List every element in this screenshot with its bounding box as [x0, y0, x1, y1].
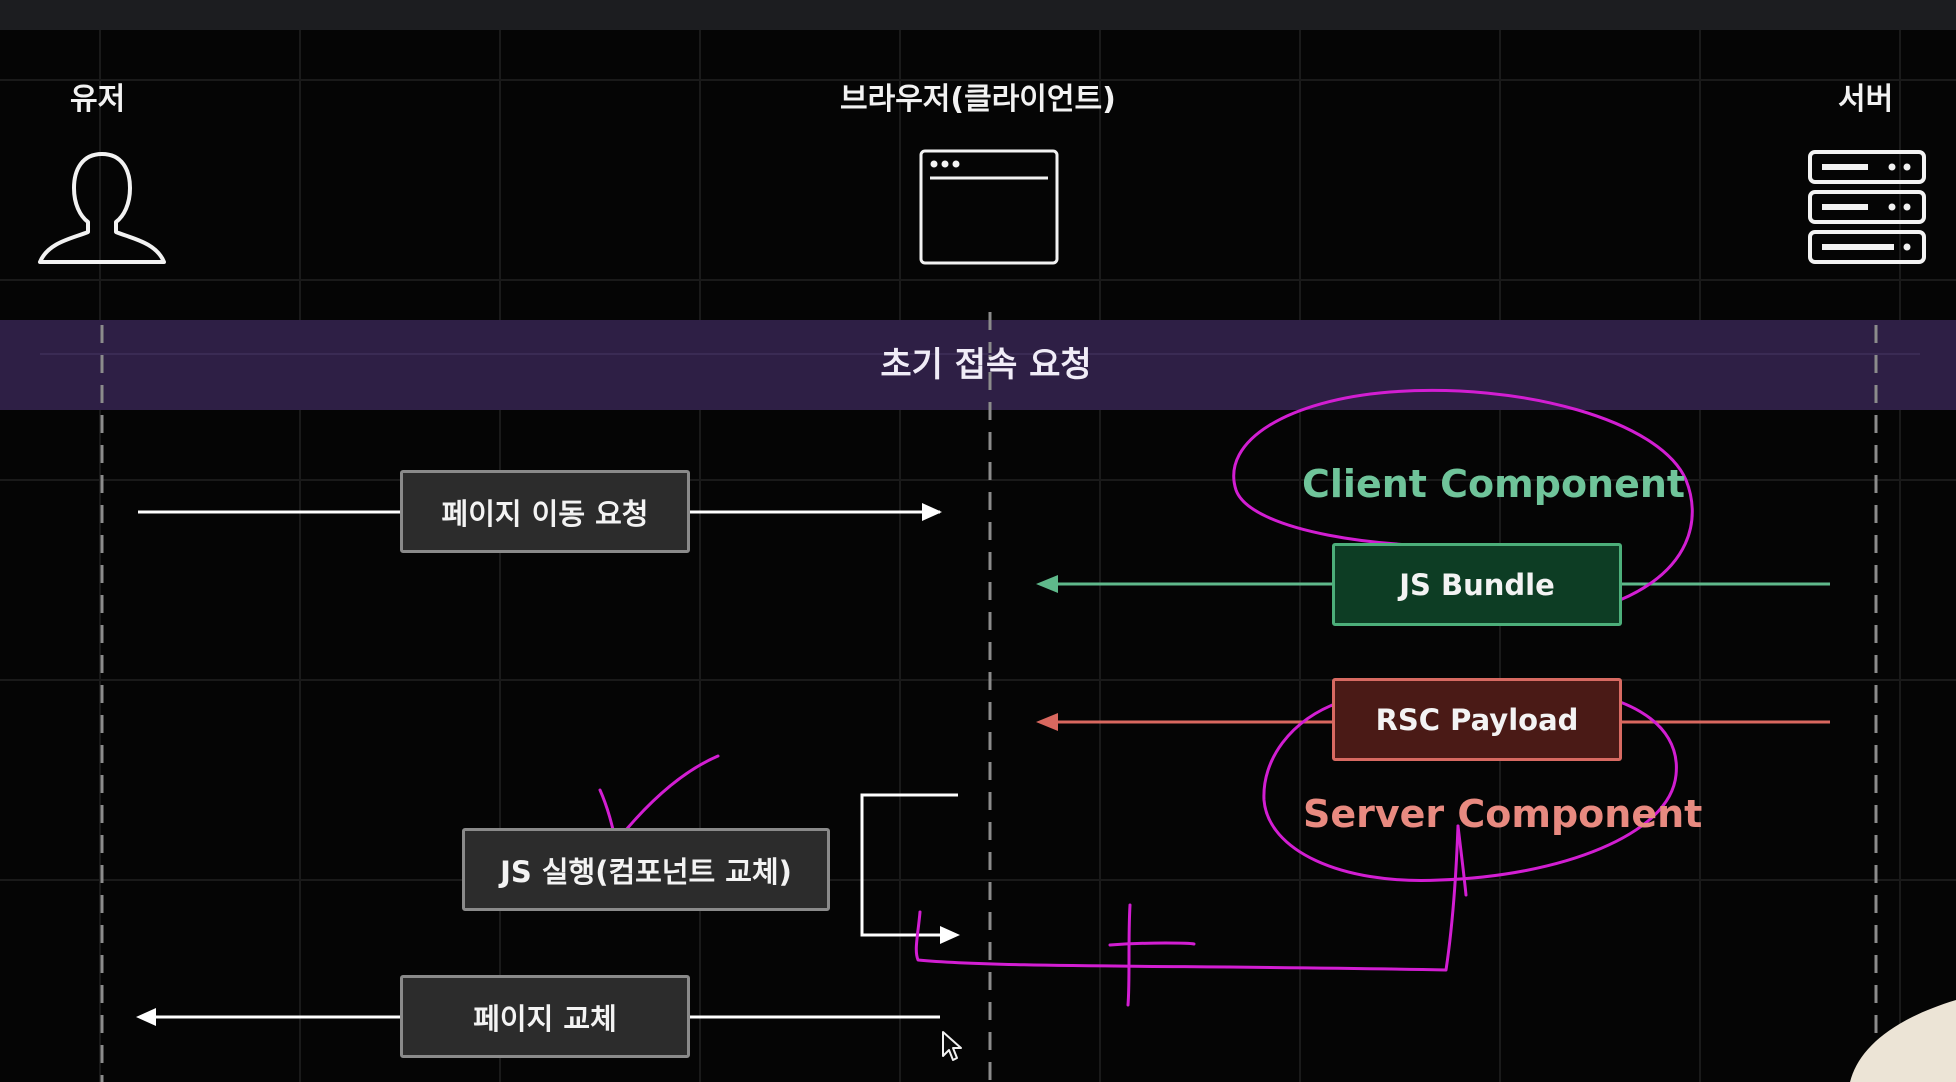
connector-line-annotation: [914, 824, 1460, 972]
cross-mark-horizontal-annotation: [1108, 941, 1196, 947]
js-bundle-box: JS Bundle: [1332, 543, 1622, 626]
server-rack-icon: [1808, 150, 1926, 264]
self-call-arrow: [860, 793, 958, 937]
js-bundle-arrowhead: [1036, 575, 1058, 593]
phase-band: [0, 320, 1956, 410]
phase-label: 초기 접속 요청: [880, 345, 1092, 385]
actor-server-label: 서버: [1838, 82, 1894, 117]
actor-user-label: 유저: [70, 82, 126, 117]
rsc-payload-box: RSC Payload: [1332, 678, 1622, 761]
self-call-arrowhead: [940, 926, 960, 944]
mouse-pointer-icon: [942, 1031, 962, 1061]
actor-browser-label: 브라우저(클라이언트): [840, 82, 1116, 117]
webcam-overlay-corner: [1850, 1000, 1956, 1082]
top-bar: [0, 0, 1956, 30]
page-replace-box: 페이지 교체: [400, 975, 690, 1058]
rsc-payload-arrowhead: [1036, 713, 1058, 731]
js-execute-box: JS 실행(컴포넌트 교체): [462, 828, 830, 911]
page-nav-request-box: 페이지 이동 요청: [400, 470, 690, 553]
server-component-label: Server Component: [1303, 792, 1703, 836]
page-nav-request-arrowhead: [922, 503, 942, 521]
browser-window-icon: [919, 149, 1059, 265]
connector-to-circle-annotation: [1456, 824, 1468, 897]
cross-mark-vertical-annotation: [1126, 903, 1132, 1007]
user-silhouette-icon: [38, 152, 166, 264]
background-grid: [0, 30, 1956, 1082]
page-replace-arrowhead: [136, 1008, 156, 1026]
client-component-label: Client Component: [1302, 462, 1686, 506]
